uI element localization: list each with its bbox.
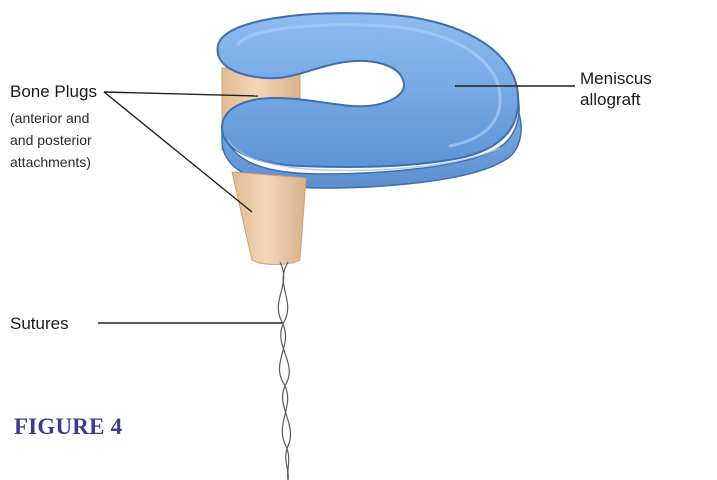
sutures-strands [278,262,290,480]
bone-plug-anterior [232,172,306,265]
label-meniscus-line-2: allograft [580,90,640,110]
label-bone-plugs-detail-line-1: (anterior and [10,108,89,128]
label-sutures: Sutures [10,314,69,334]
label-bone-plugs: Bone Plugs [10,82,97,102]
label-bone-plugs-detail-line-2: and posterior [10,130,92,150]
label-meniscus-line-1: Meniscus [580,69,652,89]
figure-caption: FIGURE 4 [14,414,122,440]
label-bone-plugs-detail-line-3: attachments) [10,152,91,172]
